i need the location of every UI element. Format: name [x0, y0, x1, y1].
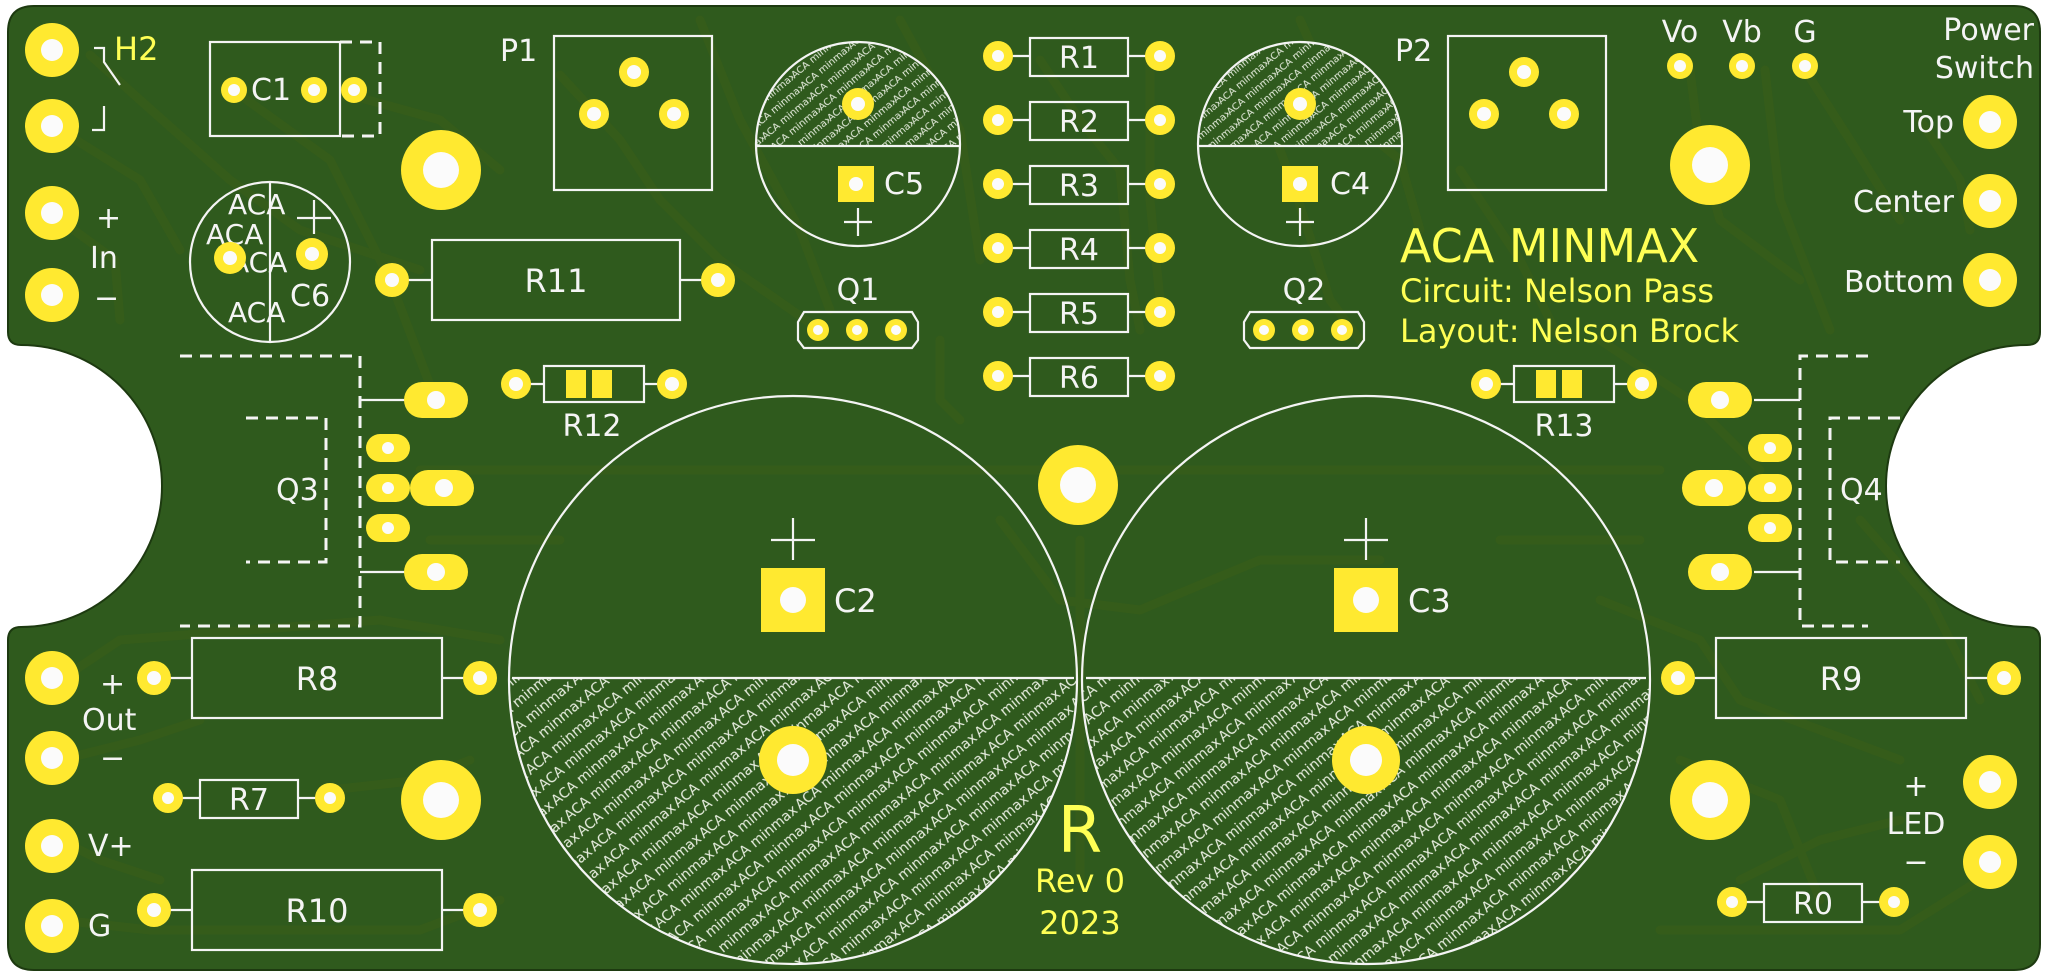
c1-component: C1	[208, 40, 382, 138]
c3-label: C3	[1408, 582, 1451, 620]
c6-capacitor: ACA ACA ACA ACA C6	[188, 180, 352, 344]
r3-resistor: R3	[983, 164, 1175, 206]
r12-label: R12	[562, 409, 621, 444]
revision-label: Rev 0	[1035, 862, 1125, 900]
switch-bottom-label: Bottom	[1844, 265, 1954, 300]
r10-resistor: R10	[137, 868, 497, 952]
svg-text:ACA: ACA	[228, 188, 285, 221]
r0-resistor: R0	[1717, 882, 1909, 924]
p1-potentiometer: P1	[500, 34, 714, 192]
board-circuit-credit: Circuit: Nelson Pass	[1400, 272, 1714, 310]
revision-year: 2023	[1039, 904, 1120, 942]
c4-label: C4	[1330, 167, 1370, 202]
r9-resistor: R9	[1661, 636, 2021, 720]
p2-potentiometer: P2	[1395, 34, 1608, 192]
r13-label: R13	[1534, 409, 1593, 444]
r4-label: R4	[1059, 233, 1099, 268]
r5-label: R5	[1059, 297, 1099, 332]
q4-label: Q4	[1840, 473, 1883, 508]
vplus-label: V+	[88, 829, 134, 864]
right-connectors	[1667, 53, 2017, 889]
r1-resistor: R1	[983, 36, 1175, 78]
power-switch-label-2: Switch	[1935, 51, 2034, 86]
q4-transistor: Q4	[1682, 354, 1900, 628]
vo-label: Vo	[1662, 15, 1699, 50]
r7-label: R7	[229, 783, 269, 818]
revision-letter: R	[1058, 794, 1102, 868]
q3-transistor: Q3	[180, 354, 474, 628]
c1-label: C1	[251, 73, 291, 108]
r5-resistor: R5	[983, 292, 1175, 334]
board-layout-credit: Layout: Nelson Brock	[1400, 312, 1740, 350]
out-plus-label: +	[100, 667, 125, 702]
r4-resistor: R4	[983, 228, 1175, 270]
out-label: Out	[82, 703, 137, 738]
copper-traces	[55, 15, 1985, 935]
r0-label: R0	[1793, 887, 1833, 922]
c6-label: C6	[290, 279, 330, 314]
r10-label: R10	[286, 892, 349, 930]
r2-resistor: R2	[983, 100, 1175, 142]
r11-resistor: R11	[375, 238, 735, 322]
mounting-holes	[401, 125, 1750, 840]
h2-label: H2	[114, 30, 158, 68]
q2-transistor: Q2	[1242, 273, 1366, 350]
r6-resistor: R6	[983, 356, 1175, 398]
switch-center-label: Center	[1853, 185, 1955, 220]
g-right-label: G	[1793, 15, 1816, 50]
g-left-label: G	[88, 909, 111, 944]
q1-transistor: Q1	[796, 273, 920, 350]
r13-resistor: R13	[1471, 364, 1657, 444]
c4-capacitor: C4	[1196, 40, 1404, 248]
power-switch-label-1: Power	[1943, 13, 2034, 48]
r8-label: R8	[296, 660, 339, 698]
board-title: ACA MINMAX	[1400, 219, 1699, 273]
led-minus-label: −	[1903, 845, 1928, 880]
r1-label: R1	[1059, 41, 1099, 76]
r7-resistor: R7	[153, 778, 345, 820]
vb-label: Vb	[1722, 15, 1762, 50]
c3-capacitor: C3	[1080, 394, 1652, 966]
c2-capacitor: C2	[507, 394, 1079, 966]
r2-label: R2	[1059, 105, 1099, 140]
q3-label: Q3	[276, 473, 319, 508]
left-connectors	[25, 23, 79, 953]
c2-label: C2	[834, 582, 877, 620]
out-minus-label: −	[100, 741, 125, 776]
c5-capacitor: C5	[754, 40, 962, 248]
r6-label: R6	[1059, 361, 1099, 396]
svg-text:ACA: ACA	[228, 296, 285, 329]
r11-label: R11	[525, 262, 588, 300]
c5-label: C5	[884, 167, 924, 202]
r9-label: R9	[1820, 660, 1863, 698]
in-minus-label: −	[94, 281, 119, 316]
led-label: LED	[1887, 807, 1946, 842]
r3-label: R3	[1059, 169, 1099, 204]
in-label: In	[90, 241, 118, 276]
led-plus-label: +	[1903, 769, 1928, 804]
p2-label: P2	[1395, 34, 1432, 69]
r8-resistor: R8	[137, 636, 497, 720]
p1-label: P1	[500, 34, 537, 69]
in-plus-label: +	[96, 201, 121, 236]
switch-top-label: Top	[1902, 105, 1954, 140]
q1-label: Q1	[837, 273, 880, 308]
r12-resistor: R12	[501, 364, 687, 444]
h2-bracket	[92, 46, 121, 132]
q2-label: Q2	[1283, 273, 1326, 308]
